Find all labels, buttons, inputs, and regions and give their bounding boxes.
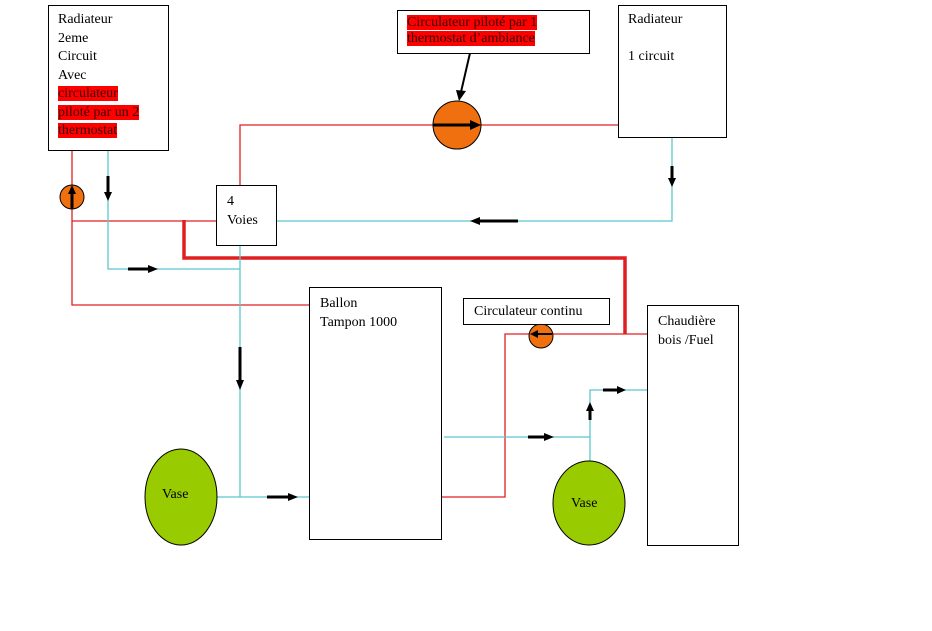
- box-line: 4: [227, 194, 234, 209]
- pump-thermostat-note: Circulateur piloté par 1 thermostat d’am…: [397, 10, 590, 54]
- box-line: Radiateur: [628, 12, 683, 27]
- pipe-radiator1-return: [277, 138, 673, 222]
- pump-radiator2: [59, 184, 85, 210]
- arrow-right-icon: [128, 265, 158, 273]
- arrow-down-icon: [104, 176, 112, 201]
- highlighted-line: thermostat: [58, 123, 118, 138]
- box-line: [628, 30, 726, 49]
- box-line: Ballon: [320, 296, 358, 311]
- arrow-left-icon: [470, 217, 518, 225]
- arrow-right-icon: [603, 386, 626, 394]
- expansion-vessel-left: [144, 448, 218, 546]
- highlighted-line: thermostat d’ambiance: [407, 31, 535, 46]
- pump-continuous: [528, 323, 554, 349]
- callout-pointer: [456, 52, 471, 101]
- box-line: Voies: [227, 213, 258, 228]
- arrow-down-icon: [668, 166, 676, 187]
- buffer-tank-box: Ballon Tampon 1000: [309, 287, 442, 540]
- four-way-valve-box: 4 Voies: [216, 185, 277, 246]
- radiator-circuit-2-box: Radiateur 2eme Circuit Avec circulateur …: [48, 5, 169, 151]
- pipe-4voies-to-radiator1: [239, 124, 619, 185]
- highlighted-line: piloté par un 2: [58, 104, 140, 120]
- arrow-right-icon: [470, 120, 481, 130]
- expansion-vessel-right-label: Vase: [571, 496, 598, 511]
- pipe-boiler-to-4voies-thick: [182, 220, 627, 334]
- radiator-circuit-1-box: Radiateur 1 circuit: [618, 5, 727, 138]
- arrow-right-icon: [267, 493, 298, 501]
- box-line: 1 circuit: [628, 49, 675, 64]
- arrow-right-icon: [528, 433, 554, 441]
- flow-arrows: [104, 166, 676, 501]
- pipe-vessel2-to-boiler: [589, 389, 648, 462]
- box-line: bois /Fuel: [658, 333, 714, 348]
- expansion-vessel-right: [552, 460, 626, 546]
- arrow-left-icon: [530, 330, 538, 338]
- box-line: 2eme: [58, 30, 89, 46]
- expansion-vessel-left-label: Vase: [162, 487, 189, 502]
- pipe-tank-to-boiler: [420, 333, 648, 498]
- pump-icon: [528, 323, 554, 349]
- box-line: Avec: [58, 67, 87, 83]
- box-line: Radiateur: [58, 12, 113, 27]
- highlighted-line: Circulateur piloté par 1: [407, 15, 538, 30]
- box-line: Circulateur continu: [474, 304, 583, 319]
- boiler-box: Chaudière bois /Fuel: [647, 305, 739, 546]
- highlighted-line: circulateur: [58, 86, 118, 101]
- box-line: Circuit: [58, 49, 97, 64]
- box-line: Chaudière: [658, 314, 716, 329]
- continuous-pump-note: Circulateur continu: [463, 298, 610, 325]
- arrow-up-icon: [68, 185, 76, 194]
- arrow-down-icon: [236, 347, 244, 390]
- arrow-up-icon: [586, 402, 594, 420]
- box-line: Tampon 1000: [320, 315, 398, 330]
- pump-radiator1: [432, 100, 482, 150]
